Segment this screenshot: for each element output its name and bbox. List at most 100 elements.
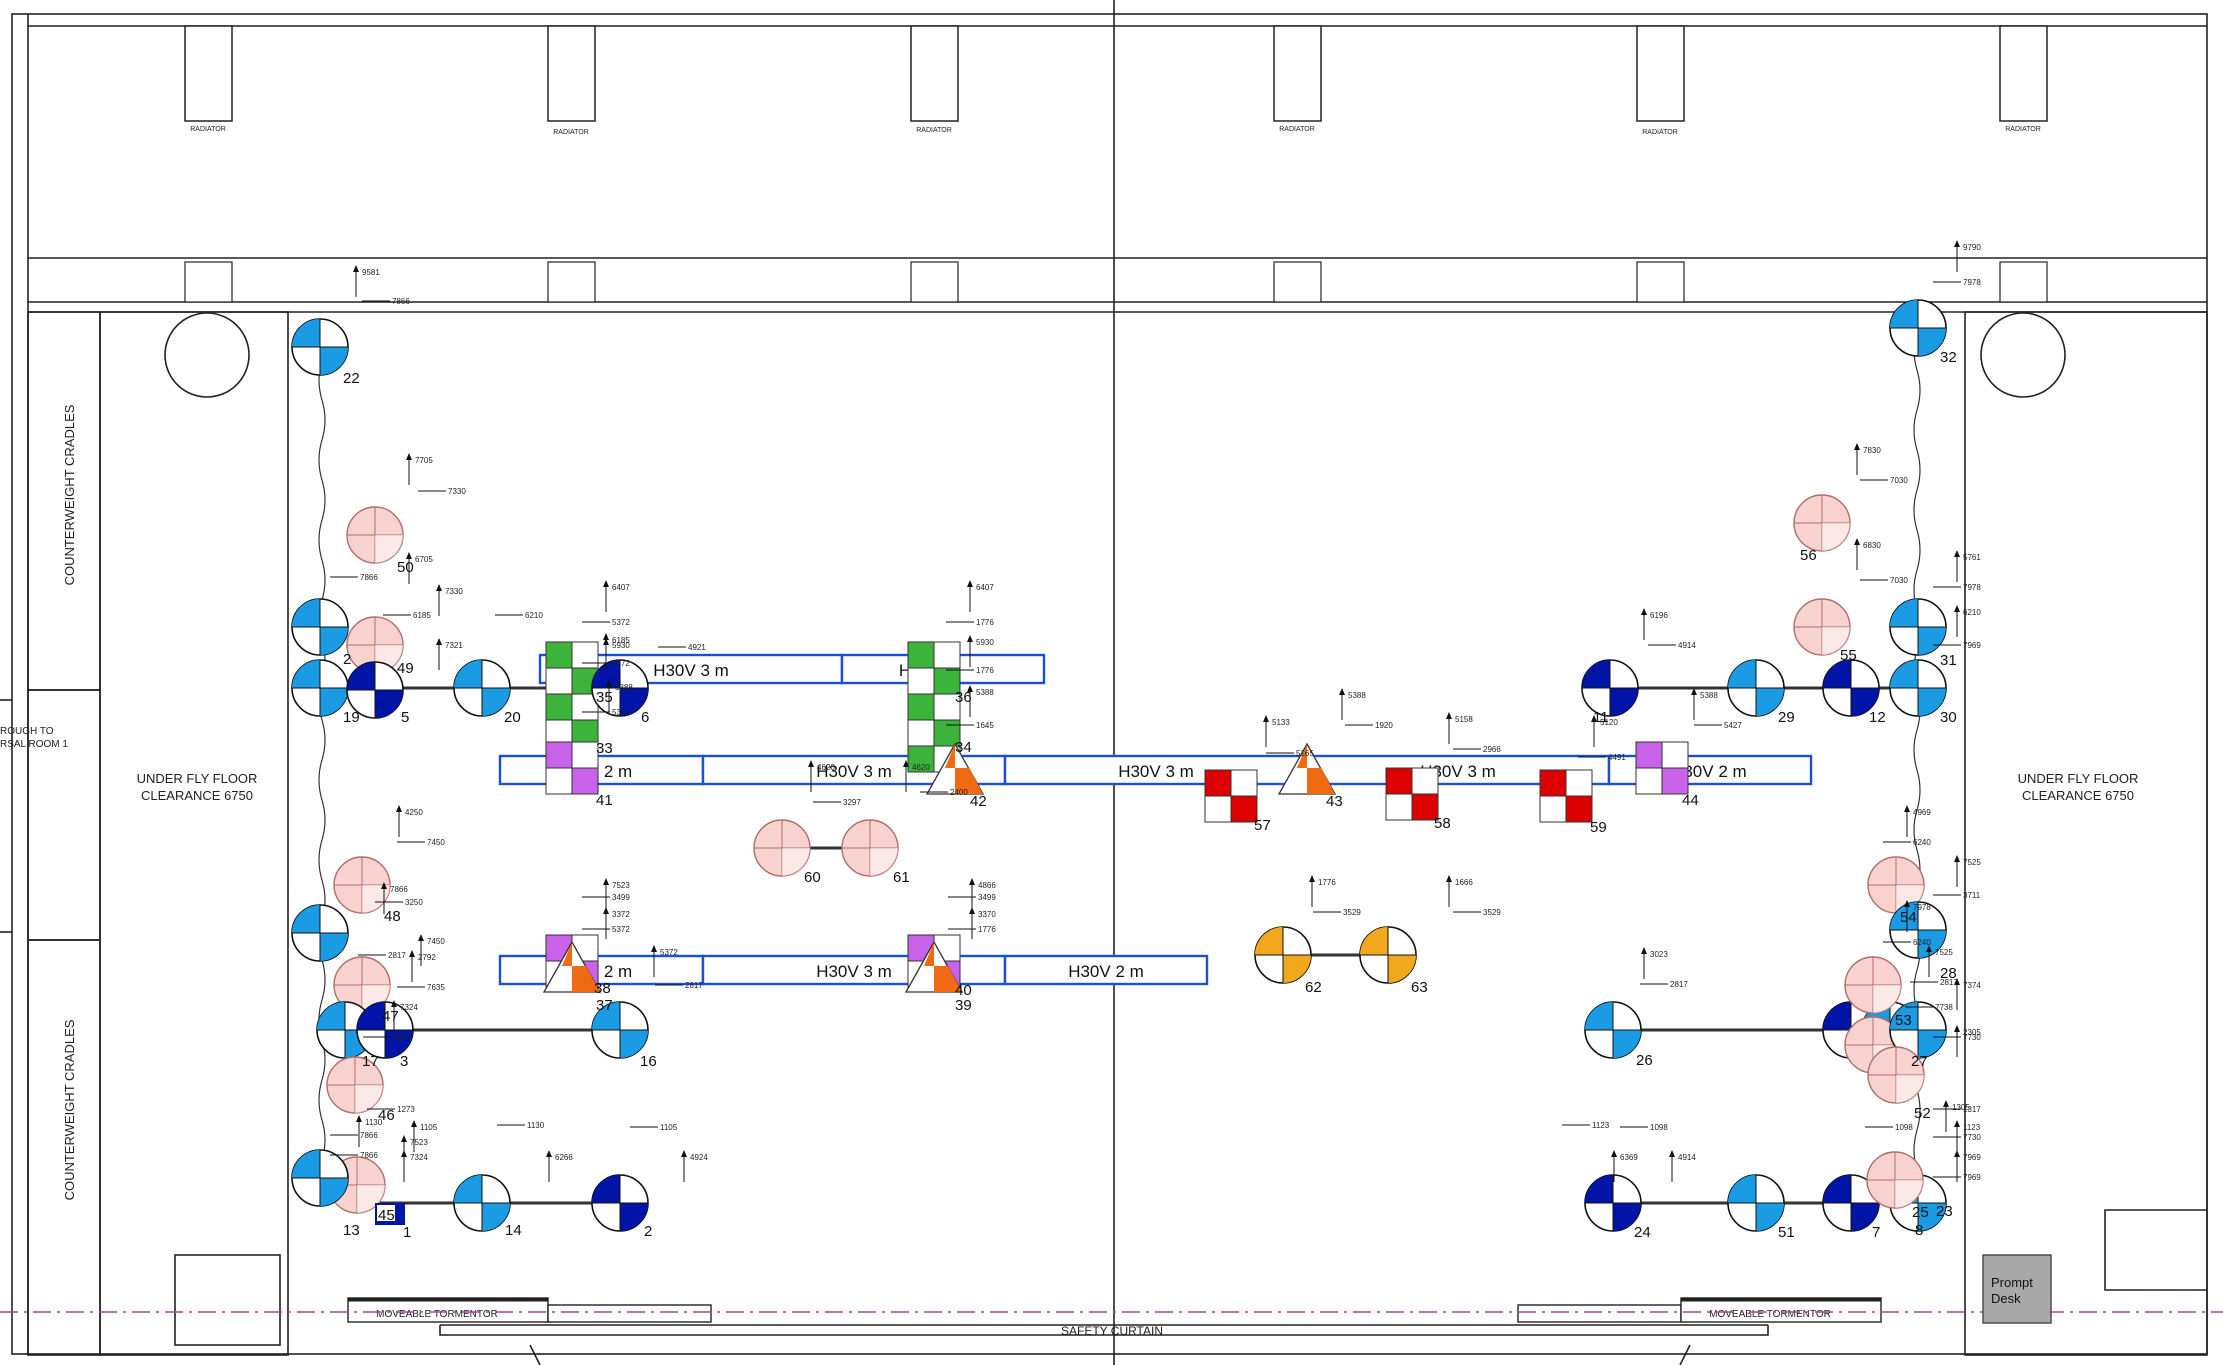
underfly-floor-label: UNDER FLY FLOOR: [137, 771, 258, 786]
through-label: ROUGH TO: [0, 726, 54, 737]
dimension-value: 7866: [360, 1151, 378, 1160]
dimension-value: 6210: [1963, 608, 1981, 617]
truss-label: H30V 3 m: [816, 962, 892, 981]
fixture-number: 28: [1940, 965, 1957, 982]
dimension-value: 4620: [817, 763, 835, 772]
truss-label: H30V 2 m: [1068, 962, 1144, 981]
dimension-value: 1123: [1592, 1121, 1610, 1130]
dimension-arrowhead: [651, 945, 657, 952]
fixture-circle: [1581, 659, 1639, 717]
dimension-value: 6185: [413, 611, 431, 620]
fixture-circle: [1359, 926, 1417, 984]
fixture-number: 57: [1254, 817, 1271, 834]
dimension-value: 2273: [393, 1033, 411, 1042]
truss-label: H30V 3 m: [816, 762, 892, 781]
dimension-value: 5372: [612, 925, 630, 934]
prompt-desk-label: Desk: [1991, 1291, 2021, 1306]
dimension-value: 7525: [1935, 948, 1953, 957]
dimension-arrowhead: [606, 680, 612, 687]
dimension-value: 4620: [912, 763, 930, 772]
fixture-circle: [291, 904, 349, 962]
fixture-triangle: [904, 940, 964, 993]
radiator: [1273, 25, 1322, 122]
fixture-number: 17: [362, 1053, 379, 1070]
fixture-triangle: [925, 742, 985, 795]
dimension-value: 1098: [1650, 1123, 1668, 1132]
fixture-circle: [356, 1001, 414, 1059]
dimension-value: 6830: [1863, 541, 1881, 550]
prompt-desk-label: Prompt: [1991, 1275, 2033, 1290]
dimension-arrowhead: [1641, 947, 1647, 954]
dimension-value: 7030: [1890, 476, 1908, 485]
fixture-profile: [326, 1056, 384, 1114]
dimension-arrowhead: [1904, 900, 1910, 907]
dimension-value: 2400: [950, 788, 968, 797]
fixture-number: 55: [1840, 647, 1857, 664]
pillar: [164, 312, 250, 398]
dimension-value: 7730: [1963, 1033, 1981, 1042]
fixture-number: 2: [644, 1223, 652, 1240]
dimension-arrowhead: [1954, 978, 1960, 985]
dimension-value: 7523: [612, 881, 630, 890]
fixture-number: 53: [1895, 1012, 1912, 1029]
dimension-value: 3023: [1650, 950, 1668, 959]
dimension-arrowhead: [681, 1150, 687, 1157]
dimension-value: 7866: [390, 885, 408, 894]
fixture-profile: [333, 856, 391, 914]
fixture-circle: [291, 1149, 349, 1207]
dimension-arrowhead: [808, 760, 814, 767]
fixture-circle: [1584, 1001, 1642, 1059]
fixture-number: 22: [343, 370, 360, 387]
dimension-value: 7866: [360, 573, 378, 582]
fixture-number: 33: [596, 740, 613, 757]
fixture-number: 38: [594, 980, 611, 997]
fixture-number: 56: [1800, 547, 1817, 564]
dimension-arrowhead: [1691, 688, 1697, 695]
dimension-arrowhead: [603, 907, 609, 914]
dimension-value: 1105: [420, 1123, 438, 1132]
dimension-value: 1776: [978, 925, 996, 934]
dimension-value: 1098: [1895, 1123, 1913, 1132]
dimension-arrowhead: [356, 1115, 362, 1122]
dimension-value: 1130: [365, 1118, 383, 1127]
fixture-profile: [1844, 956, 1902, 1014]
dimension-arrowhead: [436, 584, 442, 591]
dimension-value: 5372: [660, 948, 678, 957]
fixture-number: 42: [970, 793, 987, 810]
fixture-par: [1204, 769, 1258, 823]
fixture-number: 49: [397, 660, 414, 677]
dimension-value: 7030: [1890, 576, 1908, 585]
fixture-number: 62: [1305, 979, 1322, 996]
dimension-value: 6369: [1620, 1153, 1638, 1162]
dimension-value: 7450: [427, 838, 445, 847]
dimension-value: 1123: [1963, 1123, 1981, 1132]
dimension-arrowhead: [418, 934, 424, 941]
fixture-profile: [333, 956, 391, 1014]
dimension-value: 7730: [1963, 1133, 1981, 1142]
dimension-value: 7525: [1963, 858, 1981, 867]
dimension-arrowhead: [1954, 1120, 1960, 1127]
fixture-circle: [1889, 598, 1947, 656]
dimension-arrowhead: [409, 950, 415, 957]
radiator-label: RADIATOR: [1279, 126, 1315, 133]
dimension-arrowhead: [1904, 805, 1910, 812]
dimension-arrowhead: [406, 453, 412, 460]
fixture-number: 35: [596, 689, 613, 706]
dimension-value: 1130: [527, 1121, 545, 1130]
fixture-circle: [1889, 659, 1947, 717]
fixture-circle: [346, 661, 404, 719]
dimension-value: 7330: [448, 487, 466, 496]
dimension-value: 5388: [615, 683, 633, 692]
dimension-arrowhead: [381, 882, 387, 889]
counterweight-label: COUNTERWEIGHT CRADLES: [62, 1019, 77, 1200]
fixture-number: 27: [1911, 1053, 1928, 1070]
fixture-number: 61: [893, 869, 910, 886]
radiator: [910, 25, 959, 122]
fixture-par: [1539, 769, 1593, 823]
fixture-number: 36: [955, 689, 972, 706]
dimension-value: 5930: [976, 638, 994, 647]
dimension-value: 5388: [1700, 691, 1718, 700]
dimension-value: 6196: [1650, 611, 1668, 620]
